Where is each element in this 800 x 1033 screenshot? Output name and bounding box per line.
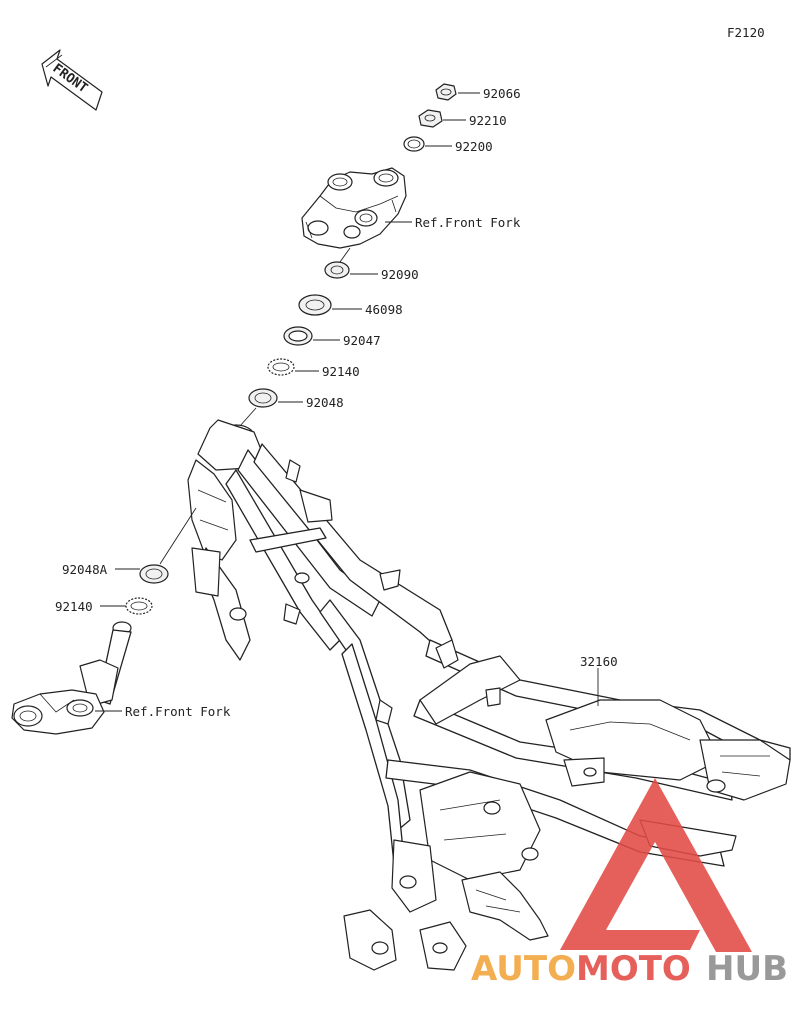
ring-92200 [403, 136, 425, 152]
figure-code: F2120 [727, 25, 765, 40]
watermark-moto: MOTO [576, 949, 691, 989]
race-92048 [248, 388, 278, 408]
frame-32160 [187, 419, 791, 971]
label-92140-lower: 92140 [55, 599, 93, 614]
label-92066: 92066 [483, 86, 521, 101]
label-92200: 92200 [455, 139, 493, 154]
label-92048A: 92048A [62, 562, 108, 577]
watermark-auto: AUTO [471, 949, 576, 989]
label-46098: 46098 [365, 302, 403, 317]
nut-92090 [324, 261, 350, 279]
automotohub-watermark: AUTO MOTO HUB [471, 778, 788, 989]
washer-92210 [418, 109, 443, 128]
label-32160: 32160 [580, 654, 618, 669]
cap-nut-92066 [435, 83, 457, 101]
front-direction-arrow: FRONT [41, 49, 103, 111]
watermark-hub: HUB [706, 949, 788, 989]
steering-stem-lower-clamp [11, 621, 132, 735]
label-92048: 92048 [306, 395, 344, 410]
label-92090: 92090 [381, 267, 419, 282]
watermark-triangle [560, 778, 752, 952]
seal-46098 [298, 294, 332, 316]
upper-triple-clamp [301, 167, 407, 249]
label-ref-upper: Ref.Front Fork [415, 215, 521, 230]
label-ref-lower: Ref.Front Fork [125, 704, 231, 719]
ball-race-92140-upper [267, 358, 295, 376]
bearing-92047 [283, 326, 313, 346]
ball-race-92140-lower [125, 597, 153, 615]
race-92048A [139, 564, 169, 584]
label-92140-upper: 92140 [322, 364, 360, 379]
label-92210: 92210 [469, 113, 507, 128]
label-92047: 92047 [343, 333, 381, 348]
